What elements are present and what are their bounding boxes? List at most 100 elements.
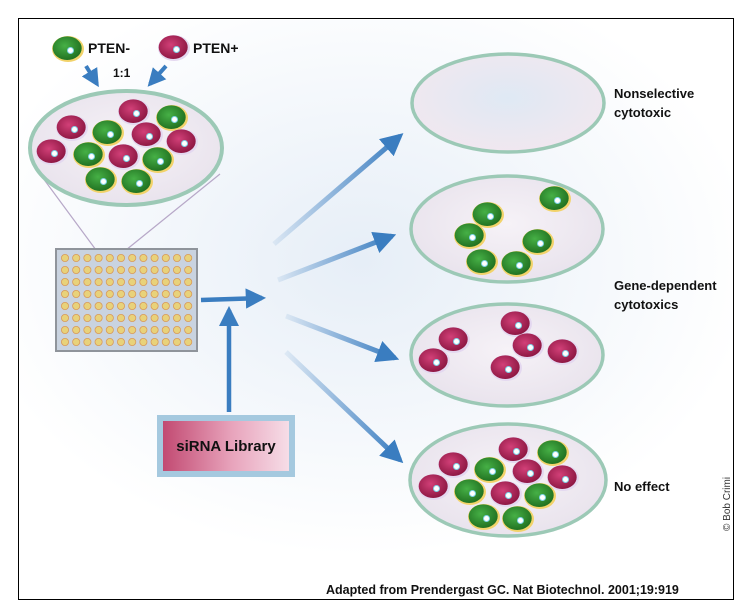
- plate-well: [150, 253, 159, 262]
- plate-well: [172, 337, 181, 346]
- arrow-to-outcome-4: [284, 350, 404, 464]
- outcome-dish-gene-dependent-red: [409, 302, 605, 408]
- plate-well: [83, 253, 92, 262]
- arrow-to-outcome-1: [272, 133, 404, 246]
- plate-well: [83, 301, 92, 310]
- plate-well: [150, 301, 159, 310]
- plate-well: [117, 289, 126, 298]
- plate-well: [72, 325, 81, 334]
- plate-well: [72, 301, 81, 310]
- plate-well: [150, 289, 159, 298]
- plate-well: [117, 277, 126, 286]
- plate-well: [128, 265, 137, 274]
- plate-well: [94, 265, 103, 274]
- plate-well: [61, 253, 70, 262]
- ratio-label: 1:1: [113, 66, 131, 80]
- plate-well: [161, 277, 170, 286]
- plate-well: [72, 313, 81, 322]
- plate-well: [172, 277, 181, 286]
- plate-well: [94, 337, 103, 346]
- outcome-label-no-effect: No effect: [614, 479, 670, 494]
- plate-well: [150, 265, 159, 274]
- plate-well: [184, 337, 193, 346]
- plate-well: [61, 265, 70, 274]
- plate-well: [105, 289, 114, 298]
- plate-well: [139, 265, 148, 274]
- plate-well: [72, 265, 81, 274]
- plate-well: [105, 301, 114, 310]
- outcome-label-nonselective: Nonselective cytotoxic: [614, 86, 695, 120]
- plate-well: [150, 325, 159, 334]
- arrow-pten-minus-to-dish: [81, 64, 99, 88]
- plate-well: [72, 337, 81, 346]
- plate-well: [94, 289, 103, 298]
- mixed-culture-dish: [28, 89, 224, 207]
- plate-well: [184, 253, 193, 262]
- arrow-plate-to-screen: [200, 288, 267, 309]
- plate-well: [83, 337, 92, 346]
- sirna-library-box: siRNA Library: [157, 415, 295, 477]
- plate-well: [117, 325, 126, 334]
- plate-well: [83, 289, 92, 298]
- plate-well: [94, 313, 103, 322]
- plate-well: [117, 337, 126, 346]
- plate-well: [139, 337, 148, 346]
- well-plate: [55, 248, 198, 352]
- plate-well: [105, 325, 114, 334]
- outcome-dish-nonselective: [410, 52, 606, 154]
- arrow-pten-plus-to-dish: [147, 64, 168, 87]
- plate-well: [184, 313, 193, 322]
- zoom-line-left: [39, 173, 97, 251]
- plate-well: [61, 301, 70, 310]
- plate-well: [61, 289, 70, 298]
- plate-well: [117, 265, 126, 274]
- plate-well: [172, 313, 181, 322]
- artist-credit-text: © Bob Crimi: [722, 476, 733, 531]
- zoom-line-right: [125, 173, 221, 251]
- plate-well: [161, 313, 170, 322]
- plate-well: [94, 277, 103, 286]
- plate-well: [128, 337, 137, 346]
- plate-well: [139, 277, 148, 286]
- plate-well: [172, 265, 181, 274]
- plate-well: [161, 253, 170, 262]
- citation-text: Adapted from Prendergast GC. Nat Biotech…: [326, 583, 679, 597]
- plate-well: [61, 337, 70, 346]
- plate-well: [83, 325, 92, 334]
- plate-well: [128, 325, 137, 334]
- pten-minus-label: PTEN-: [88, 40, 130, 56]
- plate-well: [139, 301, 148, 310]
- plate-well: [117, 253, 126, 262]
- plate-well: [72, 289, 81, 298]
- plate-well: [105, 265, 114, 274]
- plate-well: [94, 253, 103, 262]
- plate-well: [61, 313, 70, 322]
- plate-well: [105, 337, 114, 346]
- plate-well: [184, 265, 193, 274]
- plate-well: [150, 337, 159, 346]
- plate-well: [83, 265, 92, 274]
- plate-well: [128, 277, 137, 286]
- outcome-dish-no-effect: [408, 422, 608, 538]
- plate-well: [72, 253, 81, 262]
- sirna-library-panel: siRNA Library: [163, 421, 289, 471]
- plate-well: [94, 301, 103, 310]
- plate-well: [72, 277, 81, 286]
- plate-well: [150, 277, 159, 286]
- plate-well: [117, 301, 126, 310]
- plate-well: [161, 265, 170, 274]
- plate-well: [139, 325, 148, 334]
- plate-well: [139, 253, 148, 262]
- plate-well: [184, 277, 193, 286]
- plate-well: [172, 289, 181, 298]
- plate-well: [128, 313, 137, 322]
- plate-well: [128, 253, 137, 262]
- plate-well: [184, 325, 193, 334]
- plate-well: [105, 277, 114, 286]
- plate-well: [184, 301, 193, 310]
- plate-well: [83, 313, 92, 322]
- arrow-to-outcome-3: [285, 313, 400, 363]
- plate-well: [61, 325, 70, 334]
- arrow-to-outcome-2: [277, 231, 397, 283]
